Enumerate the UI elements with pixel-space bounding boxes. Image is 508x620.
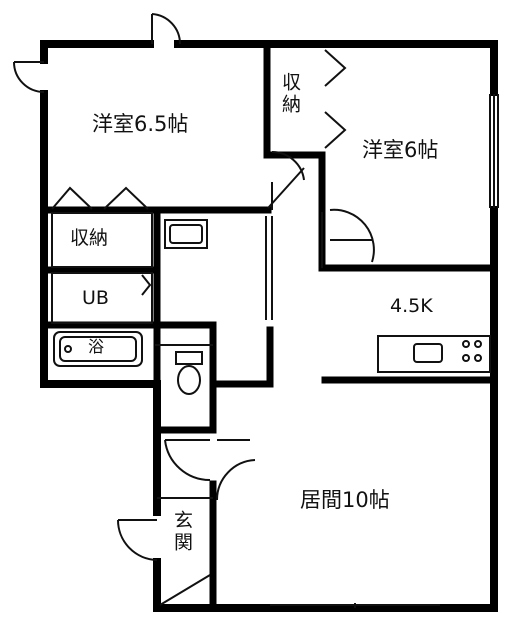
room-label-bath-fixture: 浴 [88,337,105,356]
room-label-entrance: 玄関 [171,510,193,554]
door-swings [13,13,375,561]
window-right [489,94,499,208]
room-label-closet-vertical: 収納 [279,72,301,116]
room-label-living-room: 居間10帖 [300,488,390,512]
room-label-kitchen: 4.5K [390,295,433,317]
room-label-closet-horizontal: 収納 [70,227,109,249]
window-bottom [270,603,440,608]
room-label-western-room-a: 洋室6.5帖 [92,112,189,136]
room-label-unit-bath: UB [82,287,109,309]
interior-thin-lines [51,212,323,499]
room-label-western-room-b: 洋室6帖 [362,138,439,162]
closet-folding-doors [51,49,347,210]
fixtures [53,219,491,606]
interior-walls [40,40,498,612]
